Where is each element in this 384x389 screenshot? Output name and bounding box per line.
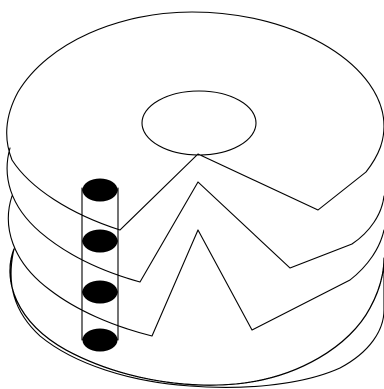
platter-4 (10, 249, 384, 387)
platter-1 (7, 12, 384, 230)
read-write-head-4 (83, 329, 117, 351)
read-write-head-assembly (82, 179, 118, 351)
read-write-head-3 (83, 281, 117, 303)
read-write-head-1 (83, 179, 117, 201)
platter-2 (7, 148, 384, 282)
read-write-head-2 (83, 230, 117, 252)
platter-3 (8, 196, 384, 336)
spindle-hole (142, 91, 256, 155)
